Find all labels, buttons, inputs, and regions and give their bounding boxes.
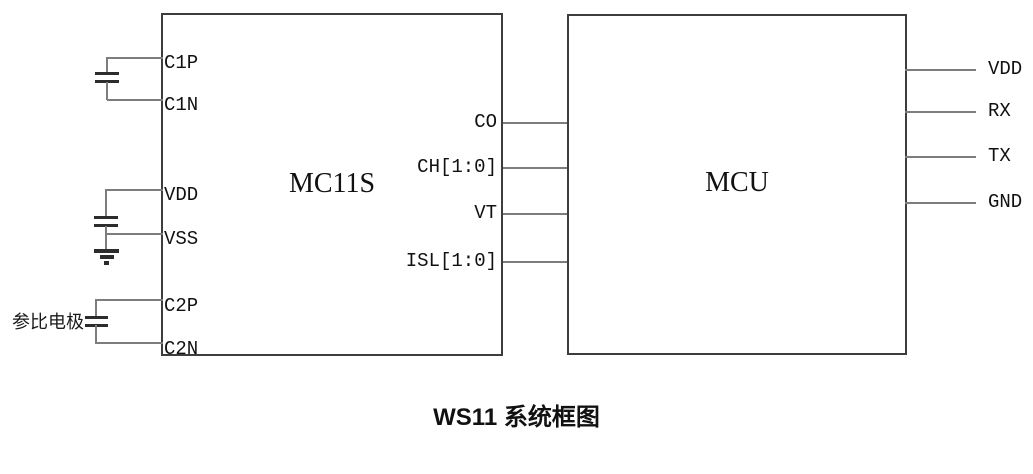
capacitor-plate [95,72,119,75]
wire-c1-vertical-bottom [106,82,108,100]
pin-label-vdd: VDD [164,184,199,206]
pin-label-c1p: C1P [164,52,199,74]
capacitor-c1-icon [95,72,119,83]
pin-label-mcu-tx: TX [988,145,1011,167]
capacitor-plate [94,216,118,219]
wire-c2-vertical-bottom [95,325,97,344]
wire-ch [503,167,567,169]
ground-bar [94,249,119,253]
pin-label-isl: ISL[1:0] [405,250,497,272]
capacitor-vdd-icon [94,216,118,227]
mcu-chip-block [567,14,907,355]
mc11s-chip-block [161,13,503,356]
ground-bar [99,255,114,259]
wire-c1-vertical-top [106,57,108,74]
wire-c2p-stub [96,299,163,301]
diagram-caption: WS11 系统框图 [433,404,600,431]
wire-vss-stub [106,233,163,235]
wire-vdd-stub [106,189,163,191]
wire-vddcap-vertical-top [105,189,107,217]
mc11s-block-title: MC11S [288,168,376,199]
wire-mcu-rx [905,111,976,113]
pin-label-c2n: C2N [164,338,199,360]
wire-vt [503,213,567,215]
pin-label-co: CO [474,111,497,133]
capacitor-plate [95,80,119,83]
wire-c2n-stub [96,342,163,344]
pin-label-mcu-rx: RX [988,100,1011,122]
wire-co [503,122,567,124]
wire-c1p-stub [107,57,163,59]
wire-mcu-vdd [905,69,976,71]
wire-c2-vertical-top [95,299,97,317]
reference-electrode-label: 参比电极 [12,312,84,332]
pin-label-c2p: C2P [164,295,199,317]
pin-label-mcu-gnd: GND [988,191,1023,213]
capacitor-plate [85,316,108,319]
pin-label-mcu-vdd: VDD [988,58,1023,80]
mcu-block-title: MCU [705,167,769,198]
pin-label-c1n: C1N [164,94,199,116]
wire-c1n-stub [107,99,163,101]
wire-mcu-gnd [905,202,976,204]
pin-label-vss: VSS [164,228,199,250]
ground-bar [104,261,109,265]
wire-mcu-tx [905,156,976,158]
pin-label-ch: CH[1:0] [417,156,497,178]
pin-label-vt: VT [474,202,497,224]
wire-isl [503,261,567,263]
ground-icon [94,249,119,265]
capacitor-plate [94,224,118,227]
wire-vddcap-vertical-bottom [105,226,107,250]
